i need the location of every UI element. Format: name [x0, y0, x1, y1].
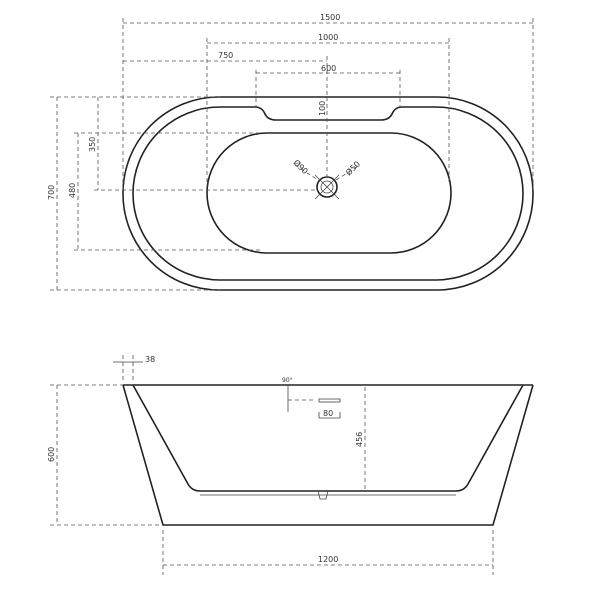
dim-80: 80 [323, 409, 333, 418]
inner-basin [132, 384, 524, 492]
drain-icon [316, 176, 338, 198]
side-view: 38 600 456 80 1200 90° [47, 355, 534, 575]
dim-480: 480 [68, 183, 77, 198]
dim-1500: 1500 [320, 13, 340, 22]
dim-1200: 1200 [318, 555, 338, 564]
outer-shell [122, 384, 534, 526]
dim-100: 100 [318, 101, 327, 116]
dim-600-height: 600 [47, 447, 56, 462]
dim-750: 750 [218, 51, 233, 60]
dim-700: 700 [47, 185, 56, 200]
dim-350: 350 [88, 137, 97, 152]
drain-inner-diameter: Ø50 [343, 159, 362, 178]
inner-rim [132, 106, 524, 281]
dim-1000: 1000 [318, 33, 338, 42]
angle-90: 90° [282, 377, 293, 384]
basin [206, 132, 452, 254]
dim-600: 600 [321, 64, 336, 73]
outer-rim [122, 96, 534, 291]
dim-38: 38 [145, 355, 155, 364]
top-view: 1500 1000 750 600 100 350 480 700 Ø90 Ø5… [47, 13, 534, 291]
dim-456: 456 [355, 432, 364, 447]
